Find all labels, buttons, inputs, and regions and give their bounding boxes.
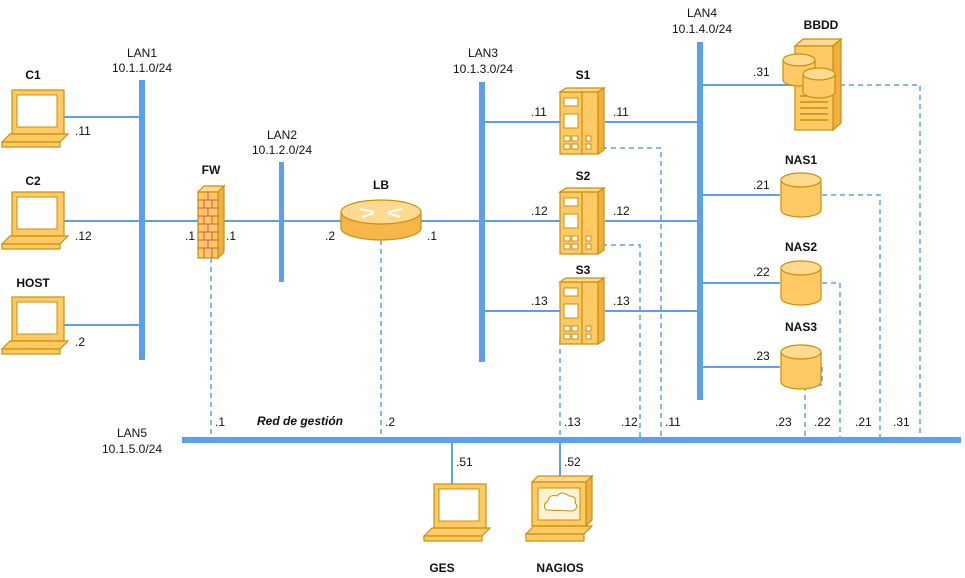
lan5-cidr: 10.1.5.0/24 — [102, 442, 162, 456]
addr-s2-lan3: .12 — [531, 204, 548, 218]
nagios-label: NAGIOS — [536, 561, 583, 575]
mgmt-link-nas3 — [804, 367, 823, 440]
lan3-name: LAN3 — [468, 46, 498, 60]
mgmt-link-s2 — [602, 244, 641, 440]
lan5-bus — [182, 437, 961, 443]
nas3-storage-icon[interactable] — [780, 344, 822, 390]
nas2-storage-icon[interactable] — [780, 260, 822, 306]
addr-nas2-lan4: .22 — [753, 265, 770, 279]
nas2-label: NAS2 — [785, 240, 817, 254]
lan2-bus — [279, 162, 284, 282]
addr-bbdd-lan4: .31 — [753, 65, 770, 79]
addr-ges: .51 — [456, 455, 473, 469]
addr-host: .2 — [75, 335, 85, 349]
pc-c2[interactable] — [1, 191, 69, 250]
addr-mgmt-nas1: .21 — [855, 415, 872, 429]
pc-host[interactable] — [1, 296, 69, 355]
lan5-name: LAN5 — [117, 426, 147, 440]
addr-s3-lan4: .13 — [613, 294, 630, 308]
lan1-bus — [139, 80, 145, 360]
lan3-cidr: 10.1.3.0/24 — [453, 62, 513, 76]
addr-mgmt-nas3: .23 — [775, 415, 792, 429]
lan4-cidr: 10.1.4.0/24 — [672, 22, 732, 36]
addr-mgmt-nas2: .22 — [814, 415, 831, 429]
ges-label: GES — [429, 561, 454, 575]
addr-mgmt-s2: .12 — [621, 415, 638, 429]
addr-nas1-lan4: .21 — [753, 178, 770, 192]
server-s3[interactable] — [559, 277, 605, 345]
host-label: HOST — [16, 276, 50, 290]
bbdd-label: BBDD — [804, 18, 839, 32]
nas1-storage-icon[interactable] — [780, 172, 822, 218]
router-icon[interactable] — [340, 199, 422, 241]
buses — [139, 42, 961, 443]
addr-s2-lan4: .12 — [613, 204, 630, 218]
addr-mgmt-lb: .2 — [385, 415, 395, 429]
c2-label: C2 — [25, 174, 41, 188]
addr-s1-lan3: .11 — [531, 105, 547, 119]
s2-label: S2 — [576, 169, 591, 183]
server-s2[interactable] — [559, 187, 605, 255]
addr-fw-lan1: .1 — [185, 229, 195, 243]
lan2-cidr: 10.1.2.0/24 — [252, 143, 312, 157]
addr-c1: .11 — [75, 124, 91, 138]
lan4-name: LAN4 — [687, 6, 717, 20]
addr-s3-lan3: .13 — [531, 294, 548, 308]
mgmt-link-s1 — [602, 147, 662, 440]
addr-mgmt-bbdd: .31 — [893, 415, 910, 429]
server-s1[interactable] — [559, 87, 605, 155]
addr-s1-lan4: .11 — [613, 105, 629, 119]
lan-links — [60, 84, 795, 485]
fw-label: FW — [202, 163, 221, 177]
addr-lb-lan3: .1 — [427, 229, 437, 243]
addr-lb-lan2: .2 — [325, 229, 335, 243]
mgmt-link-nas1 — [822, 194, 881, 440]
addr-c2: .12 — [75, 229, 92, 243]
mgmt-link-bbdd — [840, 84, 921, 440]
addr-nas3-lan4: .23 — [753, 349, 770, 363]
lan4-bus — [697, 42, 703, 400]
firewall-icon[interactable] — [196, 184, 226, 260]
database-icon[interactable] — [782, 37, 843, 132]
pc-c1[interactable] — [1, 89, 69, 148]
s3-label: S3 — [576, 263, 591, 277]
lan1-name: LAN1 — [127, 46, 157, 60]
addr-nagios: .52 — [564, 455, 581, 469]
pc-ges[interactable] — [423, 483, 491, 542]
nas1-label: NAS1 — [785, 153, 817, 167]
mgmt-link-nas2 — [822, 282, 841, 440]
nagios-monitor-icon[interactable] — [524, 474, 594, 542]
s1-label: S1 — [576, 68, 591, 82]
lb-label: LB — [373, 178, 389, 192]
lan1-cidr: 10.1.1.0/24 — [112, 61, 172, 75]
addr-mgmt-s3: .13 — [564, 415, 581, 429]
addr-mgmt-fw: .1 — [215, 415, 225, 429]
addr-fw-lan2: .1 — [226, 229, 236, 243]
addr-mgmt-s1: .11 — [665, 415, 681, 429]
mgmt-links — [210, 84, 921, 440]
lan3-bus — [479, 82, 485, 362]
c1-label: C1 — [25, 68, 41, 82]
labels: LAN1 10.1.1.0/24 LAN2 10.1.2.0/24 LAN3 1… — [16, 6, 910, 575]
lan5-caption: Red de gestión — [257, 414, 343, 428]
lan2-name: LAN2 — [267, 128, 297, 142]
nas3-label: NAS3 — [785, 320, 817, 334]
